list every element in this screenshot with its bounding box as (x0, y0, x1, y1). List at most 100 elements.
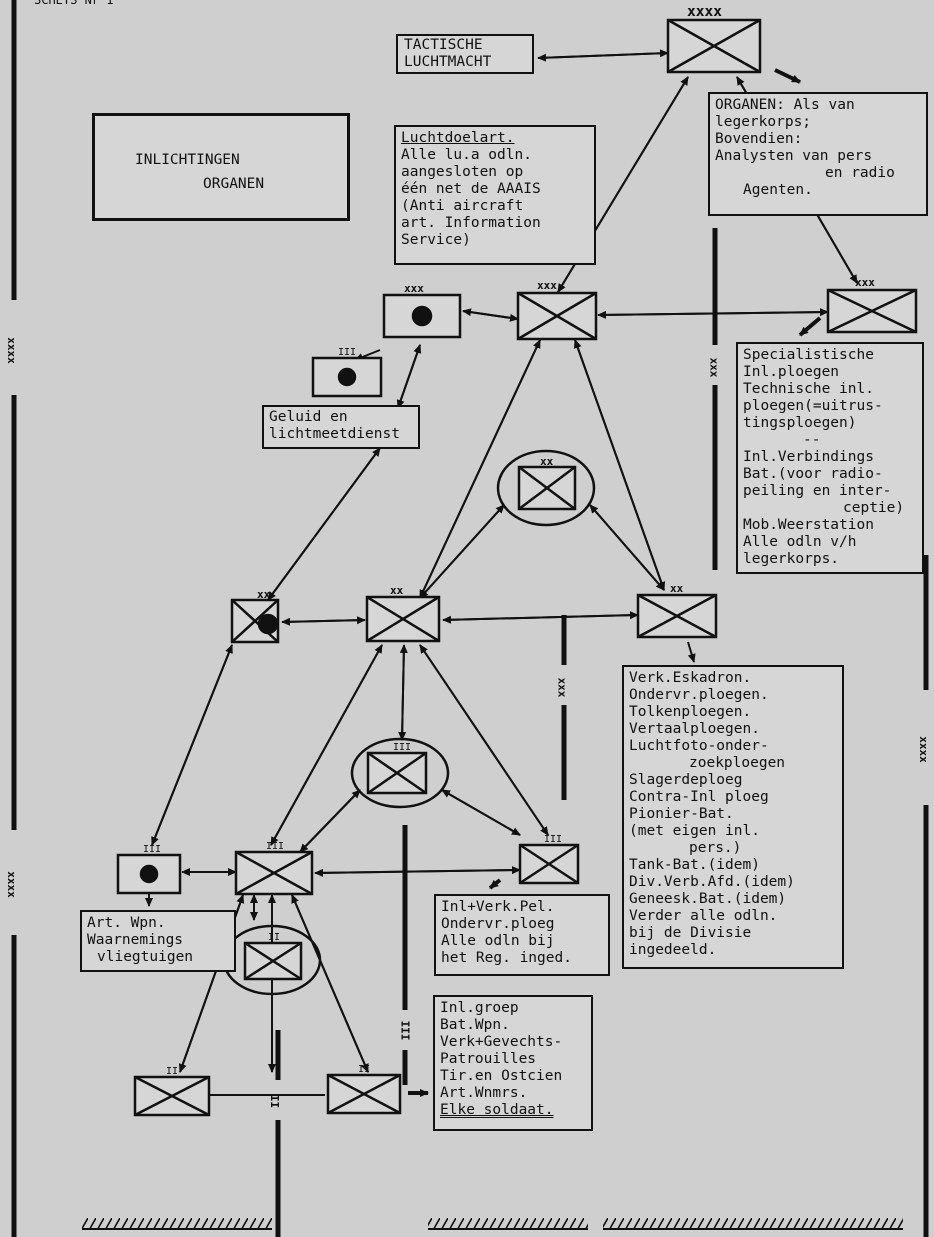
division-organs-line: Tank-Bat.(idem) (629, 857, 760, 873)
unit-symbols (116, 18, 918, 1117)
echelon-reg-right: III (544, 834, 563, 845)
echelon-reg-main: III (266, 841, 285, 852)
regiment-organs-note: Inl+Verk.Pel. Ondervr.ploeg Alle odln bi… (434, 894, 610, 976)
battalion-organs-line: Art.Wnmrs. (440, 1085, 528, 1101)
division-organs-line: bij de Divisie (629, 925, 752, 941)
regiment-organs-line: het Reg. inged. (441, 950, 572, 966)
tactical-air-line-1: TACTISCHE (404, 37, 483, 53)
boundary-lines (11, 0, 929, 1237)
corps-organs-note: Specialistische Inl.ploegen Technische i… (736, 342, 924, 574)
scheme-label: SCHETS Nr 1 (34, 0, 114, 7)
echelon-reg-art: III (143, 844, 162, 855)
unit-division-right (636, 593, 718, 639)
division-organs-line: (met eigen inl. (629, 823, 760, 839)
echelon-sound: III (338, 347, 357, 358)
unit-artillery-army (382, 293, 462, 339)
echelon-div-right: xx (670, 582, 684, 595)
boundary-label-corps: xxx (707, 357, 721, 378)
boundary-label-left-2: xxxx (4, 871, 18, 898)
air-defense-line: Service) (401, 232, 471, 248)
corps-organs-line: Bat.(voor radio- (743, 466, 883, 482)
regiment-organs-line: Alle odln bij (441, 933, 555, 949)
unit-battalion-left (133, 1075, 211, 1117)
army-group-organs-note: ORGANEN: Als van legerkorps; Bovendien: … (708, 92, 928, 216)
division-organs-line: Pionier-Bat. (629, 806, 734, 822)
corps-organs-line: Inl.ploegen (743, 364, 840, 380)
corps-organs-line: ploegen(=uitrus- (743, 398, 883, 414)
division-organs-line: Verder alle odln. (629, 908, 778, 924)
title-box: INLICHTINGEN ORGANEN (92, 113, 350, 221)
division-organs-line: Geneesk.Bat.(idem) (629, 891, 787, 907)
corps-organs-line: ceptie) (843, 500, 905, 516)
division-organs-line: Verk.Eskadron. (629, 670, 752, 686)
battalion-organs-line: Inl.groep (440, 1000, 519, 1016)
boundary-label-right: xxxx (916, 736, 930, 763)
battalion-organs-note: Inl.groep Bat.Wpn. Verk+Gevechts- Patrou… (433, 995, 593, 1131)
echelon-corps: xxx (855, 276, 875, 289)
echelon-div-art: xx (257, 588, 271, 601)
division-organs-line: Vertaalploegen. (629, 721, 760, 737)
thick-arrows (408, 68, 822, 1097)
regiment-organs-line: Ondervr.ploeg (441, 916, 555, 932)
echelon-army-group: xxxx (687, 4, 722, 20)
unit-corps-division (517, 465, 577, 511)
division-organs-line: Ondervr.ploegen. (629, 687, 769, 703)
battalion-organs-line: Patrouilles (440, 1051, 537, 1067)
air-defense-line: (Anti aircraft (401, 198, 524, 214)
artillery-air-line: Waarnemings (87, 932, 184, 948)
boundary-label-division: xxx (555, 677, 569, 698)
division-organs-line: pers.) (689, 840, 742, 856)
air-defense-line: Luchtdoelart. (401, 130, 515, 146)
corps-organs-line: Technische inl. (743, 381, 874, 397)
division-organs-line: zoekploegen (689, 755, 786, 771)
unit-army (516, 291, 598, 341)
echelon-bat-left: II (166, 1066, 179, 1077)
army-group-organs-line: Bovendien: (715, 131, 803, 147)
echelon-army: xxx (537, 279, 557, 292)
air-defense-line: Alle lu.a odln. (401, 147, 532, 163)
army-group-organs-line: ORGANEN: Als van (715, 97, 855, 113)
division-organs-line: Div.Verb.Afd.(idem) (629, 874, 795, 890)
echelon-bat-ellipse: II (268, 932, 281, 943)
unit-division-main (365, 595, 441, 643)
battalion-organs-line: Tir.en Ostcien (440, 1068, 563, 1084)
air-defense-line: aangesloten op (401, 164, 524, 180)
air-defense-line: één net de AAAIS (401, 181, 541, 197)
corps-organs-line: legerkorps. (743, 551, 840, 567)
division-organs-line: Tolkenploegen. (629, 704, 752, 720)
division-organs-line: ingedeeld. (629, 942, 717, 958)
division-organs-line: Slagerdeploeg (629, 772, 743, 788)
unit-artillery-regiment (116, 853, 182, 895)
air-defense-note: Luchtdoelart. Alle lu.a odln. aangeslote… (394, 125, 596, 265)
unit-regiment-ellipse (366, 751, 428, 795)
echelon-div-main: xx (390, 584, 404, 597)
unit-regiment-right (518, 843, 580, 885)
corps-organs-line: Specialistische (743, 347, 874, 363)
title-line-1: INLICHTINGEN (135, 152, 240, 168)
corps-organs-line: -- (803, 432, 821, 448)
division-organs-line: Contra-Inl ploeg (629, 789, 769, 805)
boundary-label-regiment: III (398, 1020, 412, 1041)
army-group-organs-line: Agenten. (743, 182, 813, 198)
corps-organs-line: peiling en inter- (743, 483, 892, 499)
corps-organs-line: Mob.Weerstation (743, 517, 874, 533)
ground-hatching (82, 1218, 903, 1230)
artillery-air-note: Art. Wpn. Waarnemings vliegtuigen (80, 910, 236, 972)
division-organs-note: Verk.Eskadron. Ondervr.ploegen. Tolkenpl… (622, 665, 844, 969)
title-line-2: ORGANEN (203, 176, 265, 192)
air-defense-line: art. Information (401, 215, 541, 231)
corps-organs-line: Inl.Verbindings (743, 449, 874, 465)
unit-army-group (666, 18, 762, 74)
sound-light-line: Geluid en (269, 409, 348, 425)
corps-organs-line: Alle odln v/h (743, 534, 857, 550)
corps-organs-line: tingsploegen) (743, 415, 857, 431)
battalion-organs-line: Elke soldaat. (440, 1102, 554, 1118)
unit-corps (826, 288, 918, 334)
boundary-label-left-1: xxxx (4, 337, 18, 364)
battalion-organs-line: Verk+Gevechts- (440, 1034, 563, 1050)
unit-artillery-sound (311, 356, 383, 398)
tactical-air-line-2: LUCHTMACHT (404, 54, 492, 70)
boundary-label-battalion: II (268, 1094, 282, 1109)
sound-light-line: lichtmeetdienst (269, 426, 400, 442)
regiment-organs-line: Inl+Verk.Pel. (441, 899, 555, 915)
